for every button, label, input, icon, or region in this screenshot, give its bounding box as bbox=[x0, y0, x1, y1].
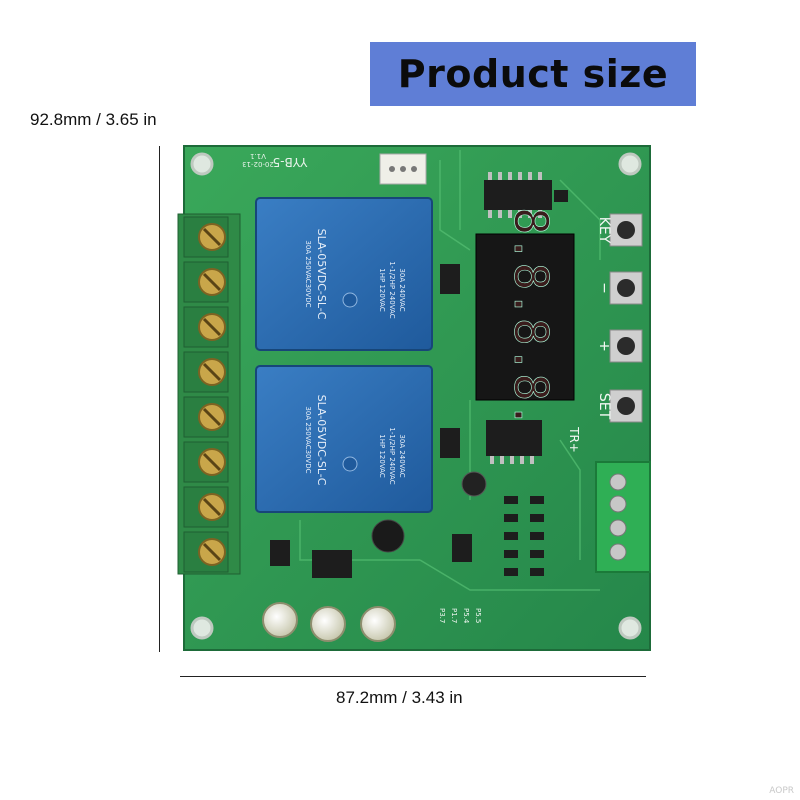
height-dimension-label: 92.8mm / 3.65 in bbox=[30, 110, 157, 129]
pin-label: P5.5 bbox=[474, 608, 482, 623]
resistor-array bbox=[504, 496, 544, 576]
relay-2-rating-line: 1-1/2HP 240VAC bbox=[388, 427, 396, 484]
plus-button-label: + bbox=[596, 340, 612, 352]
relay-2-model: SLA-05VDC-SL-C bbox=[315, 395, 328, 486]
push-buttons bbox=[609, 213, 643, 423]
screw-terminal-block bbox=[177, 213, 241, 575]
ic-chip-middle bbox=[486, 420, 542, 464]
set-button bbox=[609, 389, 643, 423]
transistors bbox=[270, 190, 568, 566]
pin-label: P1.7 bbox=[450, 608, 458, 623]
relay-2-rating-line: 1HP 120VAC bbox=[378, 434, 386, 478]
display-digits: 8.8.8.8. bbox=[504, 207, 558, 429]
product-size-banner: Product size bbox=[370, 42, 696, 106]
relay-2-rating-line: 30A 240VAC bbox=[398, 434, 406, 477]
relay-1-rating-line: 1HP 120VAC bbox=[378, 268, 386, 312]
regulator-chips bbox=[312, 534, 472, 578]
width-dimension-line bbox=[180, 676, 646, 677]
terminal-screws bbox=[183, 216, 229, 573]
key-button bbox=[609, 213, 643, 247]
small-capacitor bbox=[371, 471, 487, 553]
pin-header bbox=[379, 153, 427, 185]
banner-title: Product size bbox=[397, 52, 669, 96]
ic-chip-top bbox=[484, 172, 552, 218]
width-dimension-label: 87.2mm / 3.43 in bbox=[336, 688, 463, 707]
input-terminal-block bbox=[595, 461, 651, 573]
port-label: TR+ bbox=[567, 426, 581, 453]
relay-2: SLA-05VDC-SL-C 30A 250VAC30VDC 1HP 120VA… bbox=[255, 365, 433, 513]
electrolytic-capacitors bbox=[262, 602, 396, 642]
mounting-holes bbox=[190, 152, 642, 640]
minus-button bbox=[609, 271, 643, 305]
relay-1-rating-line: 30A 240VAC bbox=[398, 268, 406, 311]
relay-1-model: SLA-05VDC-SL-C bbox=[315, 229, 328, 320]
pin-label: P5.4 bbox=[462, 608, 470, 624]
watermark: AOPR bbox=[769, 786, 794, 796]
key-button-label: KEY bbox=[596, 217, 612, 244]
board-version-label: V1.1 bbox=[250, 152, 266, 160]
board-date-label: 20-02-13 bbox=[242, 160, 274, 168]
plus-button bbox=[609, 329, 643, 363]
seven-segment-display: 8.8.8.8. bbox=[475, 207, 575, 429]
height-dimension-line bbox=[159, 146, 160, 652]
pin-label: P3.7 bbox=[438, 608, 446, 623]
relay-1: SLA-05VDC-SL-C 30A 250VAC30VDC 1HP 120VA… bbox=[255, 197, 433, 351]
relay-1-rating-line: 1-1/2HP 240VAC bbox=[388, 261, 396, 318]
relay-1-rating-line: 30A 250VAC30VDC bbox=[304, 240, 312, 307]
board-model-label: YYB-5 bbox=[273, 155, 309, 169]
minus-button-label: − bbox=[596, 282, 612, 294]
set-button-label: SET bbox=[596, 393, 612, 420]
relay-2-rating-line: 30A 250VAC30VDC bbox=[304, 406, 312, 473]
